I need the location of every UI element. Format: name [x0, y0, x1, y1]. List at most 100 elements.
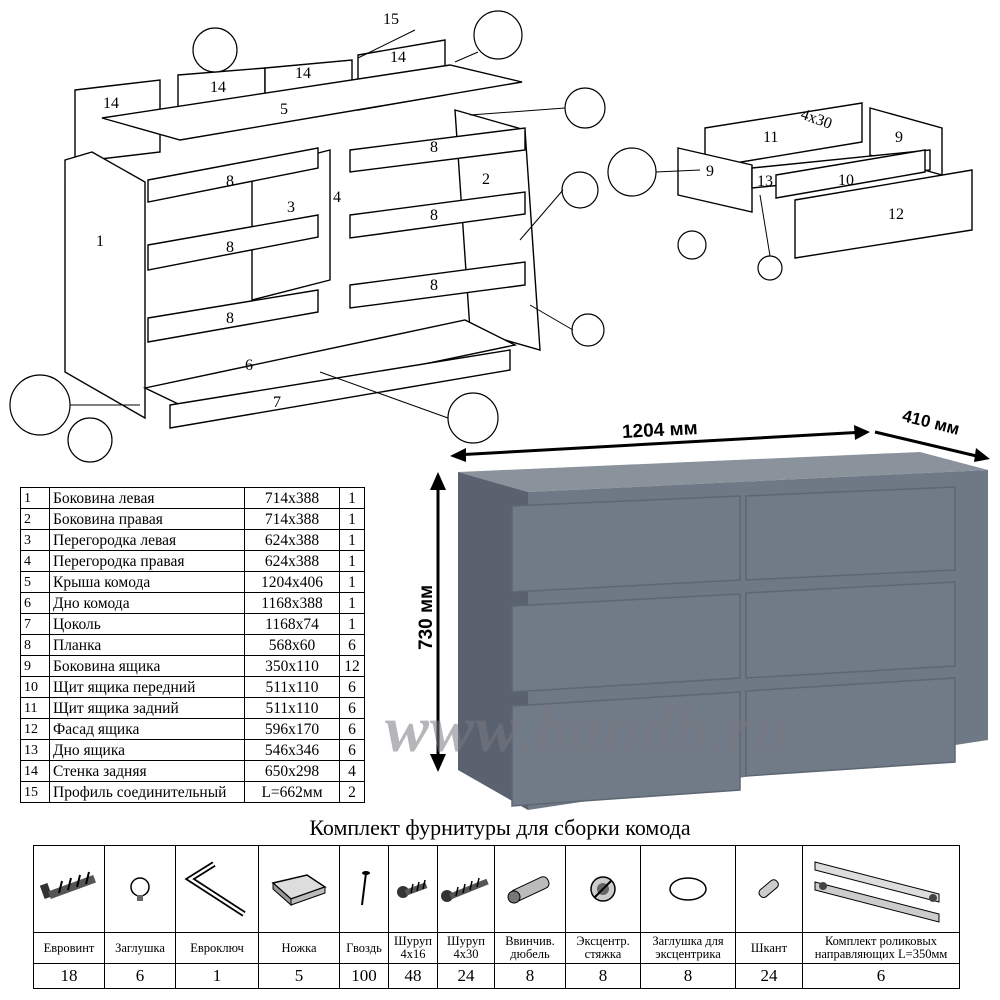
part-label: 14: [390, 49, 406, 66]
callout-circle: [561, 171, 599, 209]
parts-n-cell: 14: [20, 760, 50, 782]
part-label: 8: [226, 239, 234, 256]
part-label: 15: [383, 11, 399, 28]
parts-name-cell: Щит ящика передний: [49, 676, 245, 698]
parts-size-cell: 511x110: [244, 697, 340, 719]
parts-n-cell: 12: [20, 718, 50, 740]
parts-name-cell: Боковина ящика: [49, 655, 245, 677]
drawer-front-panel: [775, 149, 926, 199]
kit-item-qty: 24: [437, 963, 495, 989]
callout-circle: [473, 10, 523, 60]
part-label: 8: [226, 310, 234, 327]
parts-name-cell: Перегородка правая: [49, 550, 245, 572]
kit-item-qty: 48: [388, 963, 438, 989]
part-label: 3: [287, 199, 295, 216]
parts-size-cell: 350x110: [244, 655, 340, 677]
wood-dowel-icon: [735, 845, 803, 933]
kit-item-qty: 6: [802, 963, 960, 989]
drawer-front: [745, 581, 956, 679]
parts-qty-cell: 1: [339, 529, 365, 551]
parts-n-cell: 13: [20, 739, 50, 761]
parts-name-cell: Щит ящика задний: [49, 697, 245, 719]
part-label: 11: [763, 129, 778, 146]
parts-n-cell: 1: [20, 487, 50, 509]
callout-circle: [757, 255, 783, 281]
depth-dimension: 410 мм: [900, 410, 961, 439]
parts-n-cell: 3: [20, 529, 50, 551]
parts-n-cell: 8: [20, 634, 50, 656]
cam-lock-icon: [565, 845, 641, 933]
parts-name-cell: Боковина правая: [49, 508, 245, 530]
parts-n-cell: 6: [20, 592, 50, 614]
dowel-icon: [494, 845, 566, 933]
slat: [147, 214, 319, 271]
part-label: 8: [430, 139, 438, 156]
parts-qty-cell: 6: [339, 634, 365, 656]
part-label: 6: [245, 357, 253, 374]
kit-item-label: Заглушка для эксцентрика: [640, 932, 736, 964]
parts-name-cell: Планка: [49, 634, 245, 656]
part-label: 1: [96, 233, 104, 250]
drawer-front: [745, 677, 956, 777]
kit-item-label: Заглушка: [104, 932, 176, 964]
drawer-side: [677, 147, 753, 213]
cap-icon: [104, 845, 176, 933]
callout-circle: [607, 147, 657, 197]
parts-qty-cell: 6: [339, 697, 365, 719]
slat: [147, 289, 319, 343]
parts-n-cell: 4: [20, 550, 50, 572]
part-label: 7: [273, 394, 281, 411]
kit-item-label: Евровинт: [33, 932, 105, 964]
kit-item-qty: 8: [565, 963, 641, 989]
kit-item-label: Комплект роликовых направляющих L=350мм: [802, 932, 960, 964]
parts-qty-cell: 6: [339, 718, 365, 740]
parts-size-cell: 650x298: [244, 760, 340, 782]
kit-item-qty: 6: [104, 963, 176, 989]
part-label: 8: [430, 207, 438, 224]
part-label: 2: [482, 171, 490, 188]
part-label: 10: [838, 172, 854, 189]
parts-name-cell: Стенка задняя: [49, 760, 245, 782]
kit-item-label: Ножка: [258, 932, 340, 964]
watermark: www.bandb.ru: [385, 693, 791, 766]
parts-size-cell: 714x388: [244, 487, 340, 509]
parts-n-cell: 11: [20, 697, 50, 719]
parts-qty-cell: 1: [339, 550, 365, 572]
kit-item-qty: 24: [735, 963, 803, 989]
part-label: 8: [226, 173, 234, 190]
callout-circle: [192, 27, 238, 73]
parts-name-cell: Боковина левая: [49, 487, 245, 509]
parts-qty-cell: 1: [339, 613, 365, 635]
screw-4x16-icon: [388, 845, 438, 933]
cam-cap-icon: [640, 845, 736, 933]
part-label: 14: [210, 79, 226, 96]
parts-qty-cell: 6: [339, 739, 365, 761]
parts-size-cell: 624x388: [244, 529, 340, 551]
part-label: 14: [103, 95, 119, 112]
drawer-front: [511, 691, 741, 807]
parts-name-cell: Фасад ящика: [49, 718, 245, 740]
parts-size-cell: 568x60: [244, 634, 340, 656]
part-label: 8: [430, 277, 438, 294]
foot-icon: [258, 845, 340, 933]
slat: [349, 191, 526, 239]
kit-item-label: Гвоздь: [339, 932, 389, 964]
parts-qty-cell: 1: [339, 571, 365, 593]
plinth: [169, 349, 511, 429]
parts-size-cell: 546x346: [244, 739, 340, 761]
drawer-facade: [794, 169, 973, 259]
drawer-front: [511, 593, 741, 693]
part-label: 4: [333, 189, 341, 206]
kit-item-qty: 5: [258, 963, 340, 989]
